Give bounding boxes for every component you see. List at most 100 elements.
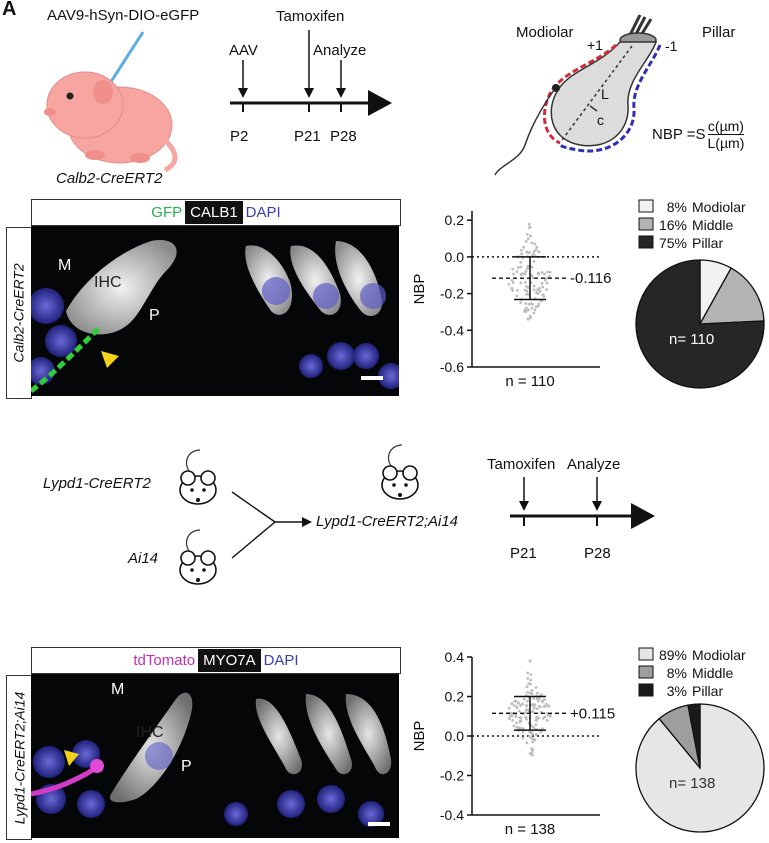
scatter-point: [536, 271, 540, 275]
stain-gfp: GFP: [151, 204, 183, 221]
scatter-point: [548, 714, 552, 718]
scatter-point: [530, 306, 534, 310]
scatter-point: [518, 715, 522, 719]
scatter-point: [520, 248, 523, 252]
scatter-point: [524, 711, 528, 714]
scatter-point: [524, 302, 528, 305]
scatter-point: [525, 232, 529, 236]
scatter-point: [517, 701, 520, 705]
scatter-point: [522, 697, 526, 701]
scatter-point: [533, 703, 537, 707]
scatter-point: [540, 693, 544, 697]
top-stain-bar: GFP CALB1 DAPI: [31, 199, 401, 226]
scatter-point: [528, 225, 532, 229]
scatter-point: [514, 715, 518, 719]
top-label-ihc: IHC: [94, 274, 122, 291]
scatter-point: [535, 697, 539, 701]
scatter-point: [524, 239, 528, 243]
scatter-point: [534, 733, 538, 736]
top-side-label-text: Calb2-CreERT2: [11, 263, 27, 363]
scatter-point: [523, 288, 527, 292]
scatter-point: [511, 267, 515, 271]
scatter-point: [526, 677, 530, 680]
scatter-point: [535, 719, 538, 722]
scatter-tick-label: 0.0: [445, 249, 465, 265]
scatter-point: [513, 699, 517, 703]
scatter-point: [524, 284, 528, 288]
scatter-point: [529, 678, 533, 682]
scatter-point: [536, 699, 540, 703]
bottom-microscopy-drawing: [31, 692, 392, 827]
legend-swatch: [638, 647, 654, 661]
top-side-label: Calb2-CreERT2: [6, 227, 32, 399]
timeline-time-p28: P28: [330, 128, 357, 145]
scatter-point: [519, 260, 523, 264]
injection-label: AAV9-hSyn-DIO-eGFP: [47, 7, 200, 24]
schematic-minus: -1: [665, 38, 678, 54]
bottom-microscopy-image: M IHC P: [31, 674, 399, 838]
scatter-tick-label: 0.4: [445, 649, 465, 665]
legend-swatch: [638, 665, 654, 679]
pie-slice-pillar: [687, 703, 701, 769]
scatter-point: [548, 275, 551, 278]
legend-name: Middle: [692, 217, 733, 233]
scatter-point: [534, 685, 538, 689]
scatter-point: [515, 705, 519, 709]
scatter-mean-label: -0.116: [570, 270, 611, 287]
scatter-point: [527, 302, 531, 306]
scatter-point: [507, 706, 511, 710]
scatter-point: [532, 705, 536, 709]
scatter-point: [545, 719, 549, 722]
scatter-point: [538, 286, 541, 290]
scatter-point: [533, 242, 537, 246]
scatter-point: [539, 299, 543, 303]
mouse2-label: Ai14: [128, 550, 159, 567]
scatter-point: [530, 689, 534, 692]
scatter-point: [535, 715, 538, 719]
scatter-point: [510, 714, 514, 718]
scatter-point: [542, 295, 546, 298]
legend-swatch: [638, 199, 654, 213]
legend-name: Modiolar: [692, 647, 746, 663]
scatter-point: [527, 317, 530, 321]
cross-result-label: Lypd1-CreERT2;Ai14: [316, 513, 459, 530]
bottom-pie-n: n= 138: [669, 775, 716, 792]
schematic-c: c: [597, 112, 604, 128]
scatter-tick-label: -0.2: [440, 768, 464, 784]
scatter-point: [548, 270, 552, 274]
scatter-point: [515, 294, 519, 298]
scatter-point: [519, 704, 522, 707]
scatter-point: [528, 659, 532, 663]
scatter-point: [532, 259, 536, 263]
scatter-point: [522, 246, 526, 249]
scatter-point: [536, 707, 539, 711]
scatter-point: [510, 702, 514, 706]
legend-pct: 16%: [659, 217, 687, 233]
scatter-point: [540, 699, 544, 703]
scatter-point: [536, 292, 540, 296]
scatter-point: [531, 703, 535, 706]
scatter-n-label: n = 110: [505, 373, 554, 390]
scatter-point: [515, 270, 519, 274]
bottom-side-label: Lypd1-CreERT2;Ai14: [6, 675, 32, 840]
stain-dapi: DAPI: [245, 204, 281, 221]
scatter-point: [526, 237, 530, 241]
scatter-point: [532, 252, 536, 256]
scatter-point: [529, 752, 533, 756]
bottom-stain-bar: tdTomato MYO7A DAPI: [31, 647, 401, 674]
legend-name: Pillar: [692, 235, 723, 251]
scatter-point: [519, 273, 523, 277]
scatter-point: [536, 691, 539, 695]
scatter-point: [519, 265, 523, 269]
cross-diagram: [179, 444, 419, 585]
mouse-icon-1: [179, 449, 217, 505]
scatter-point: [526, 251, 530, 255]
scatter-tick-label: -0.4: [440, 807, 464, 823]
scatter-point: [542, 698, 546, 701]
legend-name: Modiolar: [692, 199, 746, 215]
scatter-point: [525, 708, 528, 712]
bottom-label-ihc: IHC: [136, 724, 164, 741]
scatter-point: [527, 708, 530, 712]
